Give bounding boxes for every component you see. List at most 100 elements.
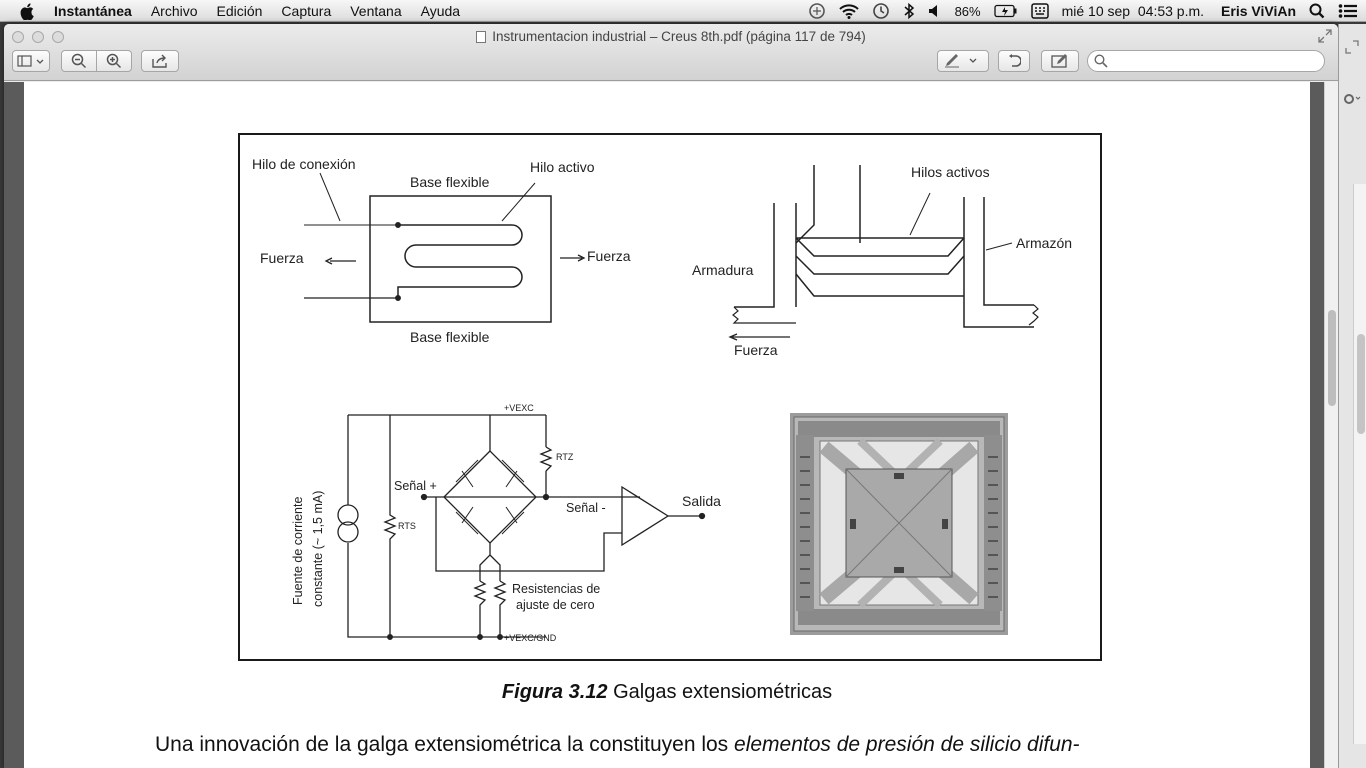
wifi-icon[interactable] [838,3,859,19]
menu-app-name[interactable]: Instantánea [54,2,132,19]
bridge-node-right [542,493,550,501]
node-rts-bottom [387,634,393,640]
document-proxy-icon[interactable] [476,31,487,43]
window-toolbar: Instrumentacion industrial – Creus 8th.p… [4,24,1338,81]
current-source-circle-1 [337,504,359,526]
frame-right [963,197,1034,328]
flexible-base-rect [369,195,552,323]
apple-menu-icon[interactable] [20,2,38,20]
resistor-rts [383,415,397,637]
label-vexc-top: +VEXC [504,403,534,413]
background-scrollbar-thumb[interactable] [1357,334,1365,434]
strain-gauge-element-4 [501,506,525,535]
node-zero-adjust-2 [497,634,503,640]
document-viewer[interactable]: Hilo de conexión Hilo activo Base flexib… [4,82,1338,768]
unbonded-strain-gauge-diagram [728,165,1039,341]
fullscreen-icon[interactable] [1318,29,1332,48]
label-senal-minus: Señal - [566,501,606,515]
label-rts: RTS [398,521,416,531]
background-fullscreen-icon[interactable] [1345,40,1359,54]
menu-archivo[interactable]: Archivo [150,2,198,19]
status-menus: 86% mié 10 sep 04:53 p.m. Eris ViViAn [808,0,1358,22]
output-terminal [698,512,706,520]
leader-hilos-activos [909,192,931,236]
current-source-circle-2 [337,521,359,543]
active-wire-grid [397,224,523,298]
zero-adjust-resistor-1 [473,580,487,637]
label-armazon: Armazón [1016,235,1072,251]
leader-hilo-conexion [319,172,341,222]
frame-break-right [1028,304,1039,326]
zoom-in-button[interactable] [96,50,132,72]
sidebar-icon [17,55,44,67]
bonded-strain-gauge-diagram [304,172,586,323]
zoom-out-button[interactable] [61,50,97,72]
active-wires-upper [795,237,965,257]
keyboard-viewer-icon[interactable] [1030,3,1049,19]
strain-gauge-diagrams: Hilo de conexión Hilo activo Base flexib… [252,156,1072,643]
search-icon [1094,54,1108,68]
label-base-flexible-bottom: Base flexible [410,329,490,345]
menu-edicion[interactable]: Edición [216,2,263,19]
sidebar-view-button[interactable] [12,50,50,72]
leader-hilo-activo [501,182,536,222]
label-fuente-line1: Fuente de corriente [291,497,305,605]
scrollbar-thumb[interactable] [1328,310,1336,406]
menubar-user[interactable]: Eris ViViAn [1221,3,1296,19]
battery-icon[interactable] [993,4,1018,18]
preview-window: Instrumentacion industrial – Creus 8th.p… [4,24,1338,768]
menu-ayuda[interactable]: Ayuda [420,2,461,19]
armature-top-posts [795,165,861,244]
label-fuerza-bottom: Fuerza [734,342,778,358]
strain-gauge-element-2 [455,459,479,488]
background-gear-icon[interactable] [1342,92,1362,106]
silicon-die-image [790,413,1008,635]
notification-center-icon[interactable] [1338,3,1358,19]
wire-junction-bottom [395,295,401,301]
force-arrow-right [560,254,586,262]
background-window[interactable] [1338,24,1366,768]
wire-junction-top [395,222,401,228]
label-fuerza-right: Fuerza [587,248,631,264]
time-machine-icon[interactable] [872,2,890,20]
excitation-bus [348,414,547,497]
menu-captura[interactable]: Captura [281,2,332,19]
annotate-button[interactable] [937,50,989,72]
sync-icon[interactable] [808,2,826,20]
label-hilos-activos: Hilos activos [911,164,990,180]
figure-caption-text: Galgas extensiométricas [613,681,833,703]
label-resistencias-line2: ajuste de cero [516,598,595,612]
zoom-out-icon [71,53,87,69]
volume-icon[interactable] [928,4,942,18]
zoom-window-button[interactable] [52,31,64,43]
body-text-italic: elementos de presión de silicio difun- [734,733,1080,756]
bridge-bottom-leads [479,543,501,581]
label-rtz: RTZ [556,452,574,462]
label-hilo-conexion: Hilo de conexión [252,156,356,172]
bluetooth-icon[interactable] [903,2,915,20]
share-button[interactable] [141,50,179,72]
edit-toolbar-icon [1051,54,1067,68]
force-arrow-left [324,257,356,265]
spotlight-search-icon[interactable] [1309,3,1325,19]
vertical-scrollbar[interactable] [1324,82,1338,768]
label-fuerza-left: Fuerza [260,250,304,266]
minimize-window-button[interactable] [32,31,44,43]
close-window-button[interactable] [12,31,24,43]
menubar-clock[interactable]: mié 10 sep 04:53 p.m. [1061,3,1205,19]
edit-toolbar-button[interactable] [1041,50,1079,72]
active-wires-lower [795,255,965,297]
resistor-rtz [539,446,553,472]
label-fuente-line2: constante (~ 1,5 mA) [311,491,325,607]
signal-minus-line [435,497,622,572]
menu-ventana[interactable]: Ventana [350,2,402,19]
armature-left [734,203,797,308]
menu-bar: Instantánea Archivo Edición Captura Vent… [0,0,1366,22]
rotate-button[interactable] [998,50,1030,72]
search-input[interactable] [1087,50,1325,72]
background-scrollbar[interactable] [1353,184,1366,744]
strain-gauge-element-3 [455,506,479,535]
zoom-in-icon [106,53,122,69]
signal-plus-terminal [420,493,428,501]
rotate-icon [1009,54,1021,67]
